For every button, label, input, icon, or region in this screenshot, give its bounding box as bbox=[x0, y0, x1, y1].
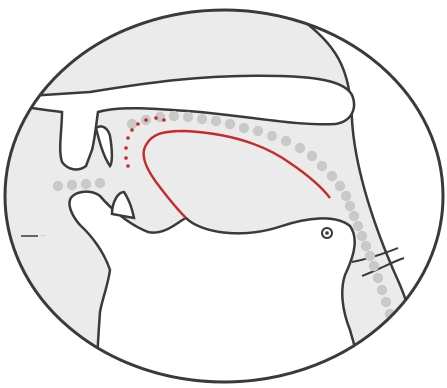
articulation-dot bbox=[126, 136, 130, 140]
airflow-dot bbox=[183, 112, 193, 122]
articulation-dot bbox=[162, 118, 166, 122]
airflow-dot bbox=[381, 297, 391, 307]
airflow-dot bbox=[295, 143, 305, 153]
airflow-dot bbox=[211, 116, 221, 126]
airflow-dot bbox=[67, 180, 77, 190]
airflow-dot bbox=[327, 171, 337, 181]
airflow-dot bbox=[335, 181, 345, 191]
articulation-dot bbox=[124, 156, 128, 160]
articulation-dot bbox=[126, 164, 130, 168]
airflow-dot bbox=[357, 231, 367, 241]
articulation-dot bbox=[144, 118, 148, 122]
airflow-dot bbox=[281, 136, 291, 146]
airflow-dot bbox=[377, 285, 387, 295]
airflow-dot bbox=[169, 111, 179, 121]
articulation-dot bbox=[124, 146, 128, 150]
airflow-dot bbox=[341, 191, 351, 201]
airflow-dot bbox=[267, 131, 277, 141]
airflow-dot bbox=[307, 151, 317, 161]
hyoid-marker-dot bbox=[325, 231, 329, 235]
airflow-dot bbox=[373, 273, 383, 283]
airflow-dot bbox=[239, 123, 249, 133]
airflow-dot bbox=[95, 178, 105, 188]
edge-mark-text: -— bbox=[40, 233, 45, 238]
airflow-dot bbox=[81, 179, 91, 189]
airflow-dot bbox=[225, 119, 235, 129]
airflow-dot bbox=[353, 221, 363, 231]
airflow-dot bbox=[361, 241, 371, 251]
airflow-dot bbox=[197, 114, 207, 124]
airflow-dot bbox=[253, 126, 263, 136]
articulation-dot bbox=[154, 116, 158, 120]
airflow-dot bbox=[127, 119, 137, 129]
airflow-dot bbox=[345, 201, 355, 211]
airflow-dot bbox=[317, 161, 327, 171]
articulation-dot bbox=[136, 122, 140, 126]
airflow-dot bbox=[369, 261, 379, 271]
airflow-dot bbox=[365, 251, 375, 261]
airflow-dot bbox=[53, 181, 63, 191]
articulation-dot bbox=[130, 128, 134, 132]
airflow-dot bbox=[349, 211, 359, 221]
